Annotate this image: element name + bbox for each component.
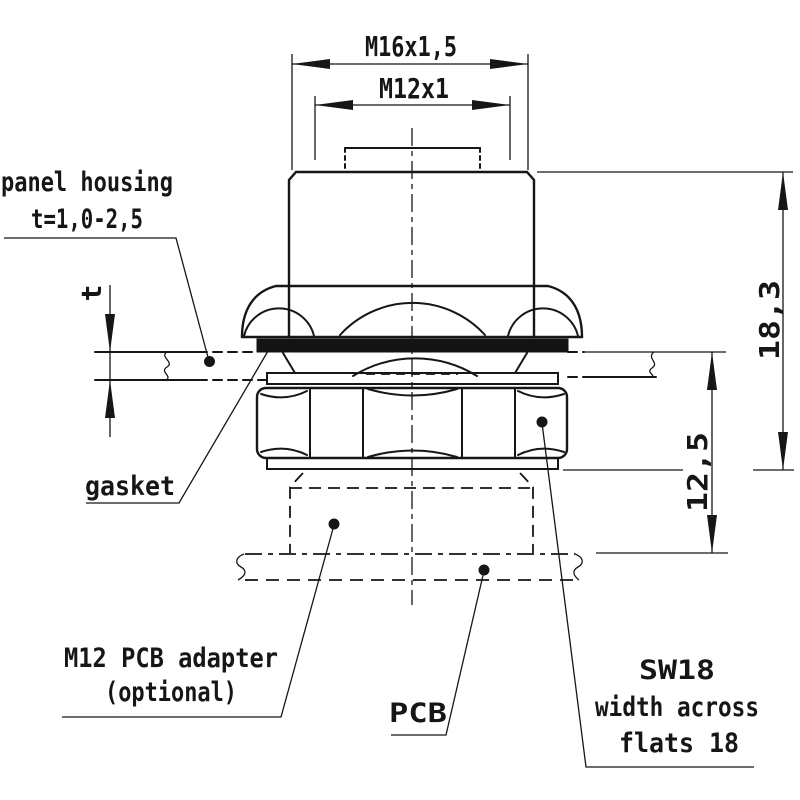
flange-cap (240, 284, 584, 339)
panel-cross-section-right (567, 351, 726, 378)
dimension-arrow (778, 172, 788, 210)
pcb-adapter-outline (289, 472, 534, 553)
sw18-label-line3: flats 18 (619, 728, 739, 759)
dim-18-3-label: 18,3 (753, 280, 786, 360)
leader-gasket: gasket (85, 350, 269, 504)
dimension-arrow (315, 100, 353, 110)
dim-m16: M16x1,5 (291, 30, 529, 170)
leader-pcb: PCB (389, 564, 490, 736)
adapter-label-line1: M12 PCB adapter (64, 643, 278, 674)
leader-dot (536, 416, 548, 428)
dim-t-label: t (75, 285, 108, 302)
break-squiggle (163, 351, 170, 381)
panel-housing-label-line1: panel housing (1, 167, 173, 198)
leader-dot (204, 356, 215, 367)
break-squiggle (649, 351, 656, 378)
hex-nut (255, 386, 569, 460)
dim-12-5-label: 12,5 (681, 432, 714, 512)
dim-18-3: 18,3 (537, 171, 794, 471)
dim-m12: M12x1 (314, 72, 511, 160)
thread-stub (344, 147, 481, 172)
dim-m16-label: M16x1,5 (365, 30, 457, 63)
dim-12-5: 12,5 (596, 352, 728, 554)
connector-body (287, 170, 536, 339)
dimension-arrow (105, 314, 115, 352)
adapter-label-line2: (optional) (105, 677, 237, 708)
leader-sw18: SW18 width across flats 18 (536, 416, 759, 768)
leader-pcb-adapter: M12 PCB adapter (optional) (62, 518, 340, 718)
panel-housing-label-line2: t=1,0-2,5 (31, 204, 143, 235)
leader-panel-housing: panel housing t=1,0-2,5 (1, 167, 215, 367)
panel-cross-section-left (94, 351, 269, 381)
dimension-arrow (707, 515, 717, 553)
dimension-arrow (472, 100, 510, 110)
dimension-arrow (778, 432, 788, 470)
sw18-label-line1: SW18 (639, 655, 715, 686)
dimension-arrow (707, 352, 717, 390)
sw18-label-line2: width across (595, 692, 759, 723)
gasket-seal (256, 338, 569, 353)
pcb-outline (236, 553, 583, 581)
dimension-arrow (292, 59, 330, 69)
dimension-arrow (490, 59, 528, 69)
dim-m12-label: M12x1 (379, 72, 449, 105)
dim-panel-thickness: t (75, 285, 115, 437)
gasket-label: gasket (85, 471, 175, 502)
leader-dot (328, 518, 340, 530)
dimension-arrow (105, 380, 115, 418)
washer-top (266, 372, 559, 385)
pcb-label: PCB (389, 698, 447, 729)
leader-dot (478, 564, 490, 576)
